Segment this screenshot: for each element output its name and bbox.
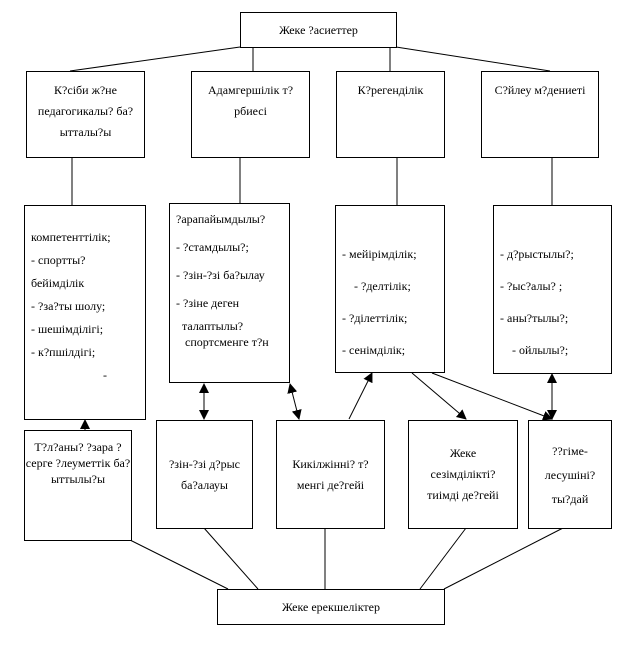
quality-2-line: ?арапайымдылы? <box>176 212 266 226</box>
bottom-item-box-2: ?зін-?зі д?рыс ба?алауы <box>156 420 253 529</box>
arrow-q3-b4 <box>411 372 467 420</box>
category-box-2: Адамгершілік т?рбиесі <box>191 71 310 158</box>
bottom-item-box-5: ??гіме-лесушіні? ты?дай <box>528 420 612 529</box>
quality-4-line: - ойлылы?; <box>500 343 569 357</box>
quality-1-line: - ?за?ты шолу; <box>31 299 106 313</box>
quality-2-line: - ?зіне деген <box>176 296 240 310</box>
quality-3-line: - мейірімділік; <box>342 247 417 261</box>
bottom-item-box-1: Т?л?аны? ?зара ?серге ?леуметтік ба?ытты… <box>24 430 132 541</box>
connector-top-to-cat-4 <box>395 46 551 72</box>
quality-3-line: - ?делтілік; <box>342 279 411 293</box>
quality-4-line: - ?ыс?алы? ; <box>500 279 563 293</box>
quality-1-line: - спортты? <box>31 253 86 267</box>
quality-box-1: компетенттілік; - спортты? бейімділік - … <box>24 205 146 420</box>
quality-4-line: - д?рыстылы?; <box>500 247 574 261</box>
quality-1-line: - шешімділігі; <box>31 322 104 336</box>
quality-box-2: ?арапайымдылы? - ?стамдылы?; - ?зін-?зі … <box>169 203 290 383</box>
top-box: Жеке ?асиеттер <box>240 12 397 48</box>
quality-2-line: - ?зін-?зі ба?ылау <box>176 268 265 282</box>
connector-top-to-cat-1 <box>69 46 241 72</box>
quality-2-line: талаптылы? <box>176 319 244 333</box>
arrow-b3-q3 <box>348 372 373 420</box>
bottom-item-box-4: Жеке сезімділікті? тиімді де?гейі <box>408 420 518 529</box>
quality-box-4: - д?рыстылы?; - ?ыс?алы? ; - аны?тылы?; … <box>493 205 612 374</box>
quality-2-line: - ?стамдылы?; <box>176 240 249 254</box>
connector-b1-to-bottom <box>129 539 229 590</box>
connector-b2-to-bottom <box>203 527 259 590</box>
arrow-q3-b5 <box>431 372 553 421</box>
category-box-4: С?йлеу м?дениеті <box>481 71 599 158</box>
category-box-1: К?сіби ж?не педагогикалы? ба?ытталы?ы <box>26 71 145 158</box>
bottom-box: Жеке ерекшеліктер <box>217 589 445 625</box>
connector-b4-to-bottom <box>419 527 467 590</box>
quality-1-line: - к?пшілдігі; <box>31 345 96 359</box>
connector-b5-to-bottom <box>443 527 564 590</box>
quality-3-line: - сенімділік; <box>342 343 406 357</box>
bottom-item-box-3: Кикілжінні? т?менгі де?гейі <box>276 420 385 529</box>
quality-4-line: - аны?тылы?; <box>500 311 569 325</box>
quality-1-line: - <box>31 368 107 382</box>
quality-3-line: - ?ділеттілік; <box>342 311 408 325</box>
category-box-3: К?регенділік <box>336 71 445 158</box>
arrow-q2-b3 <box>287 383 302 420</box>
quality-1-line: компетенттілік; <box>31 230 111 244</box>
quality-1-line: бейімділік <box>31 276 85 290</box>
quality-box-3: - мейірімділік; - ?делтілік; - ?ділеттіл… <box>335 205 445 373</box>
quality-2-line: спортсменге т?н <box>176 335 269 349</box>
